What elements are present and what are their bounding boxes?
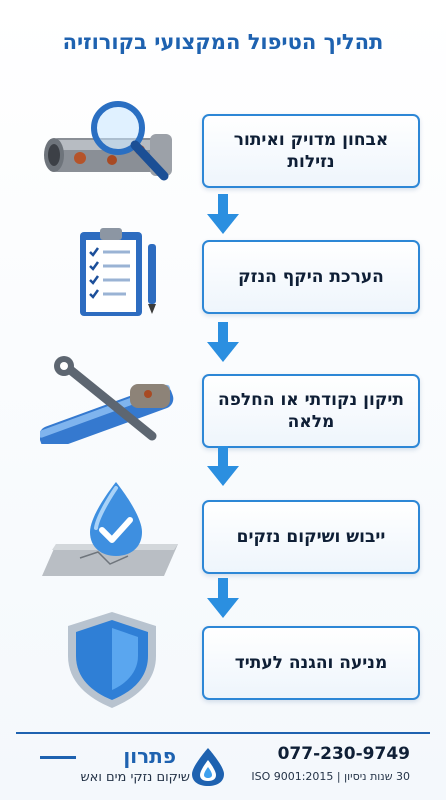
certification-text: 30 שנות ניסיון | ISO 9001:2015 [251, 770, 410, 783]
step-label: מניעה והגנה לעתיד [234, 653, 388, 673]
footer-divider [16, 732, 430, 734]
pipe-wrench-icon [37, 354, 180, 450]
brand-dash [40, 756, 76, 759]
step-label: ייבוש ושיקום נזקים [236, 527, 386, 547]
arrow-down-icon [205, 194, 241, 236]
water-flame-logo-icon [186, 746, 230, 788]
step-card: תיקון נקודתי או החלפה מלאה [202, 374, 420, 448]
brand-name: פתרון [123, 744, 176, 768]
pipe-magnifier-icon [40, 98, 180, 188]
step-label: הערכת היקף הנזק [238, 267, 384, 287]
water-drop-check-icon [40, 478, 180, 576]
brand-block: פתרון שיקום נזקי מים ואש [40, 744, 230, 790]
step-drying: ייבוש ושיקום נזקים [20, 474, 420, 584]
step-diagnosis: אבחון מדויק ואיתור נזילות [20, 96, 420, 206]
shield-icon [40, 608, 180, 708]
step-card: מניעה והגנה לעתיד [202, 626, 420, 700]
step-repair: תיקון נקודתי או החלפה מלאה [20, 350, 420, 460]
arrow-down-icon [205, 578, 241, 620]
step-card: הערכת היקף הנזק [202, 240, 420, 314]
arrow-down-icon [205, 322, 241, 364]
step-label: תיקון נקודתי או החלפה מלאה [218, 390, 404, 432]
arrow-down-icon [205, 446, 241, 488]
step-card: אבחון מדויק ואיתור נזילות [202, 114, 420, 188]
page-title: תהליך הטיפול המקצועי בקורוזיה [62, 30, 384, 54]
step-card: ייבוש ושיקום נזקים [202, 500, 420, 574]
brand-tagline: שיקום נזקי מים ואש [80, 770, 190, 785]
step-label: אבחון מדויק ואיתור נזילות [233, 130, 389, 172]
step-prevention: מניעה והגנה לעתיד [20, 606, 420, 716]
phone-number[interactable]: 077-230-9749 [277, 744, 410, 764]
step-assessment: הערכת היקף הנזק [20, 222, 420, 332]
clipboard-checklist-icon [40, 226, 180, 316]
